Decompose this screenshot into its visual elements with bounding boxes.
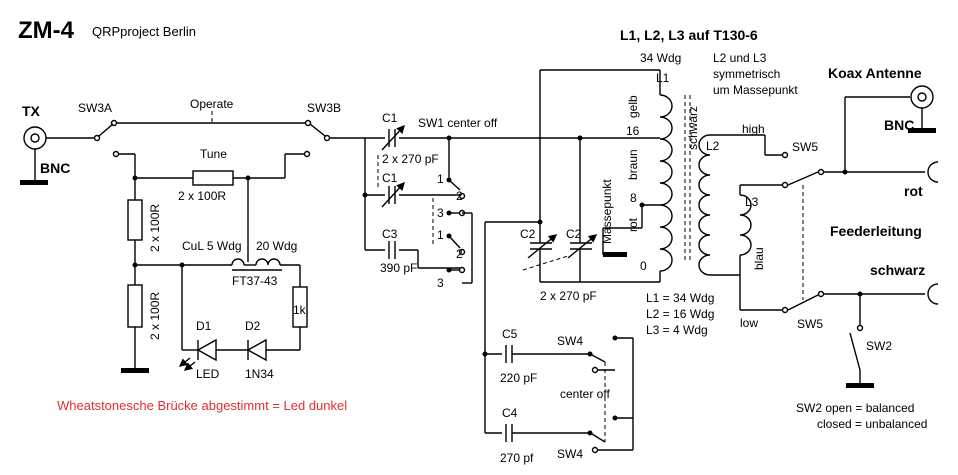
- c5-value-label: 220 pF: [500, 371, 537, 385]
- sw1-contact-3b: 3: [437, 276, 444, 290]
- koax-bnc-label: BNC: [884, 117, 914, 133]
- tap0-label: 0: [640, 259, 647, 273]
- rot-label: rot: [904, 183, 923, 199]
- sw4-center-off: center off: [560, 387, 610, 401]
- tap16-label: 16: [626, 124, 640, 138]
- r-upper-label: 2 x 100R: [148, 204, 162, 252]
- l1-coil: [539, 69, 673, 283]
- sw2-label: SW2: [866, 339, 892, 353]
- d1-label: D1: [196, 319, 212, 333]
- schwarz-wire-label: schwarz: [686, 106, 700, 150]
- koax-label: Koax Antenne: [828, 65, 922, 81]
- sw5-label-bottom: SW5: [797, 317, 823, 331]
- blau-label: blau: [752, 247, 766, 270]
- feeder-label: Feederleitung: [830, 223, 922, 239]
- wdg34-label: 34 Wdg: [640, 51, 681, 65]
- c2-label-b: C2: [566, 227, 582, 241]
- sw4-label-bottom: SW4: [557, 447, 583, 461]
- transformer-title: L1, L2, L3 auf T130-6: [620, 27, 758, 43]
- l1-label: L1: [656, 71, 670, 85]
- operate-label: Operate: [190, 97, 234, 111]
- schwarz-label: schwarz: [870, 262, 925, 278]
- sw1-contact-1a: 1: [437, 172, 444, 186]
- sw1-contact-1b: 1: [437, 228, 444, 242]
- r-series-label: 2 x 100R: [178, 189, 226, 203]
- sw4-label-top: SW4: [557, 334, 583, 348]
- tap8-label: 8: [630, 191, 637, 205]
- c1-value-label: 2 x 270 pF: [382, 152, 439, 166]
- winding-l3: L3 = 4 Wdg: [646, 323, 708, 337]
- c1-c3-network: [362, 124, 660, 269]
- c5-label: C5: [502, 327, 518, 341]
- c4-value-label: 270 pf: [500, 451, 534, 465]
- sw1-contact-3a: 3: [437, 206, 444, 220]
- sw4-network: [482, 335, 634, 454]
- tune-label: Tune: [200, 147, 227, 161]
- r1k-label: 1k: [293, 303, 307, 317]
- c3-value-label: 390 pF: [380, 261, 417, 275]
- c2-capacitors: [484, 219, 598, 433]
- sw1-contact-2b: 2: [456, 247, 463, 261]
- winding-l2: L2 = 16 Wdg: [646, 307, 714, 321]
- tx-bnc-connector: [20, 126, 48, 185]
- low-label: low: [740, 316, 758, 330]
- l2-l3-coils: [684, 95, 789, 314]
- high-label: high: [742, 122, 765, 136]
- sw2-open-note: SW2 open = balanced: [796, 401, 914, 415]
- c1-label-top: C1: [382, 111, 398, 125]
- sym-line3: um Massepunkt: [713, 83, 798, 97]
- l3-label: L3: [745, 195, 759, 209]
- sw2-closed-note: closed = unbalanced: [817, 417, 927, 431]
- sym-line2: symmetrisch: [713, 67, 780, 81]
- gelb-label: gelb: [626, 95, 640, 118]
- masse-label: Massepunkt: [600, 179, 614, 244]
- c4-label: C4: [502, 406, 518, 420]
- sw1-contact-2a: 2: [456, 189, 463, 203]
- koax-bnc-connector: [908, 85, 936, 133]
- bridge-note: Wheatstonesche Brücke abgestimmt = Led d…: [57, 398, 347, 413]
- bridge-transformer: [135, 178, 308, 350]
- core-label: FT37-43: [232, 274, 278, 288]
- sw3b-label: SW3B: [307, 101, 341, 115]
- bridge-resistors: [121, 199, 149, 373]
- sw5-label-top: SW5: [792, 140, 818, 154]
- l2-label: L2: [706, 139, 720, 153]
- sw5-switch: [787, 96, 925, 311]
- sw1-switch: [432, 177, 473, 284]
- tune-branch: [118, 153, 305, 200]
- sym-line1: L2 und L3: [713, 51, 767, 65]
- sw2-switch: [846, 294, 874, 388]
- tx-label: TX: [22, 103, 41, 119]
- c2-label-a: C2: [520, 227, 536, 241]
- subtitle: QRPproject Berlin: [92, 24, 196, 39]
- cul-label: CuL 5 Wdg: [182, 239, 242, 253]
- led-label: LED: [196, 367, 220, 381]
- r-lower-label: 2 x 100R: [148, 292, 162, 340]
- winding-l1: L1 = 34 Wdg: [646, 291, 714, 305]
- title: ZM-4: [18, 17, 75, 44]
- d2-label: D2: [245, 319, 261, 333]
- c3-label: C3: [382, 227, 398, 241]
- c2-value-label: 2 x 270 pF: [540, 289, 597, 303]
- sw1-label: SW1 center off: [418, 116, 498, 130]
- diode-chain: [178, 265, 300, 371]
- c1-label-mid: C1: [382, 171, 398, 185]
- feeder-terminals: [927, 161, 939, 305]
- braun-label: braun: [626, 149, 640, 180]
- rot-wire-label: rot: [626, 217, 640, 232]
- wdg20-label: 20 Wdg: [256, 239, 297, 253]
- tx-bnc-label: BNC: [40, 160, 70, 176]
- diode-label: 1N34: [245, 367, 274, 381]
- sw3a-label: SW3A: [78, 101, 112, 115]
